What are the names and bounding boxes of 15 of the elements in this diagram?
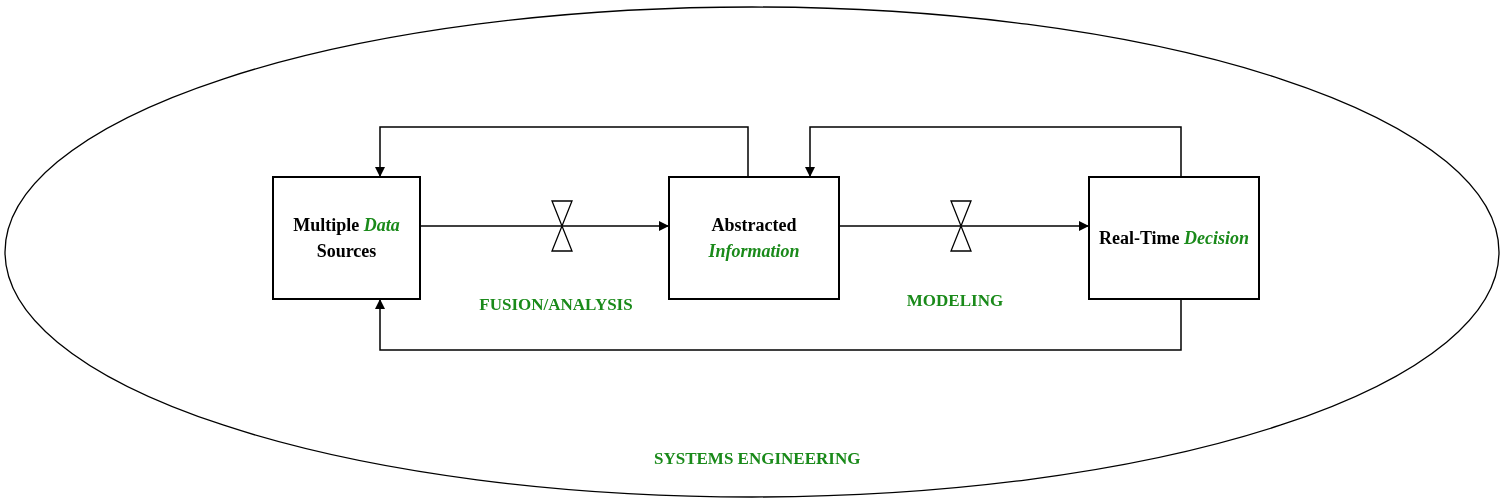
process-box: [668, 176, 840, 300]
ellipse-region: [4, 6, 1500, 498]
arrow: [805, 126, 1182, 177]
arrow: [375, 126, 749, 177]
process-box: [272, 176, 421, 300]
stage-label: FUSION/ANALYSIS: [479, 294, 633, 316]
box-label: Multiple Data Sources: [292, 214, 401, 263]
box-label: Real-Time Decision: [1098, 227, 1250, 250]
process-box: [1088, 176, 1260, 300]
stage-label: MODELING: [906, 290, 1004, 312]
region-title: SYSTEMS ENGINEERING: [654, 448, 861, 470]
box-label: Abstracted Information: [707, 214, 801, 263]
arrow: [375, 299, 1182, 351]
arrow: [420, 221, 669, 231]
arrow: [839, 221, 1089, 231]
